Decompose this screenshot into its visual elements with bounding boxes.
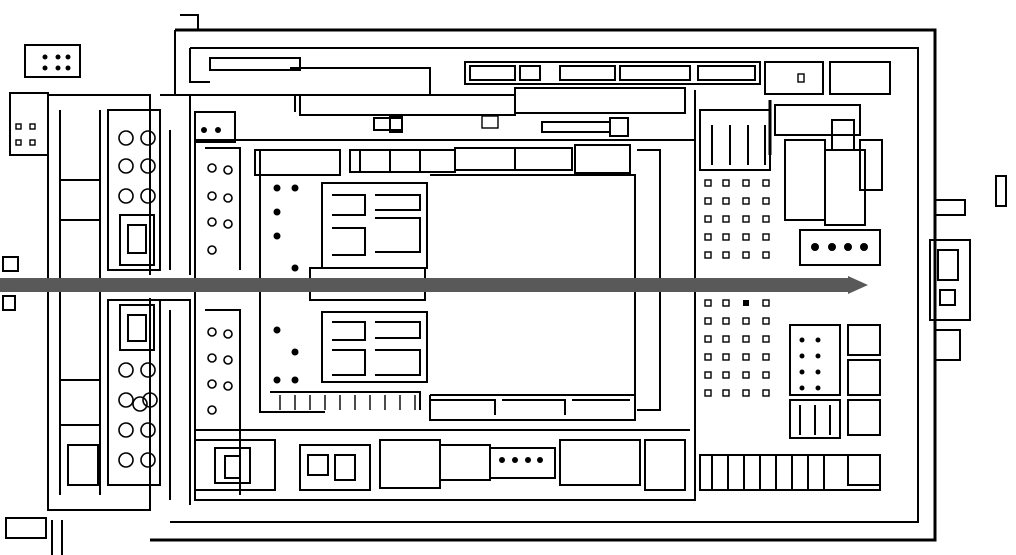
west-pylon (2, 44, 81, 555)
outer-enclosure-wall (150, 14, 937, 542)
south-rooms (194, 429, 690, 491)
east-hall (694, 90, 883, 500)
inner-north-rooms (349, 144, 631, 174)
east-gate (929, 175, 1007, 361)
axis-arrow (0, 276, 868, 294)
north-rooms (209, 57, 891, 137)
east-hall-columns (704, 179, 770, 397)
second-court (160, 94, 296, 505)
central-sanctuary (270, 182, 428, 410)
axis-arrow-head (848, 276, 868, 294)
west-aisle-columns (207, 163, 233, 415)
forecourt-colonnade (107, 109, 161, 486)
hypostyle-hall (254, 149, 341, 413)
east-chambers (699, 324, 881, 491)
west-forecourt (47, 94, 151, 511)
axis-arrow-shaft (0, 278, 852, 292)
